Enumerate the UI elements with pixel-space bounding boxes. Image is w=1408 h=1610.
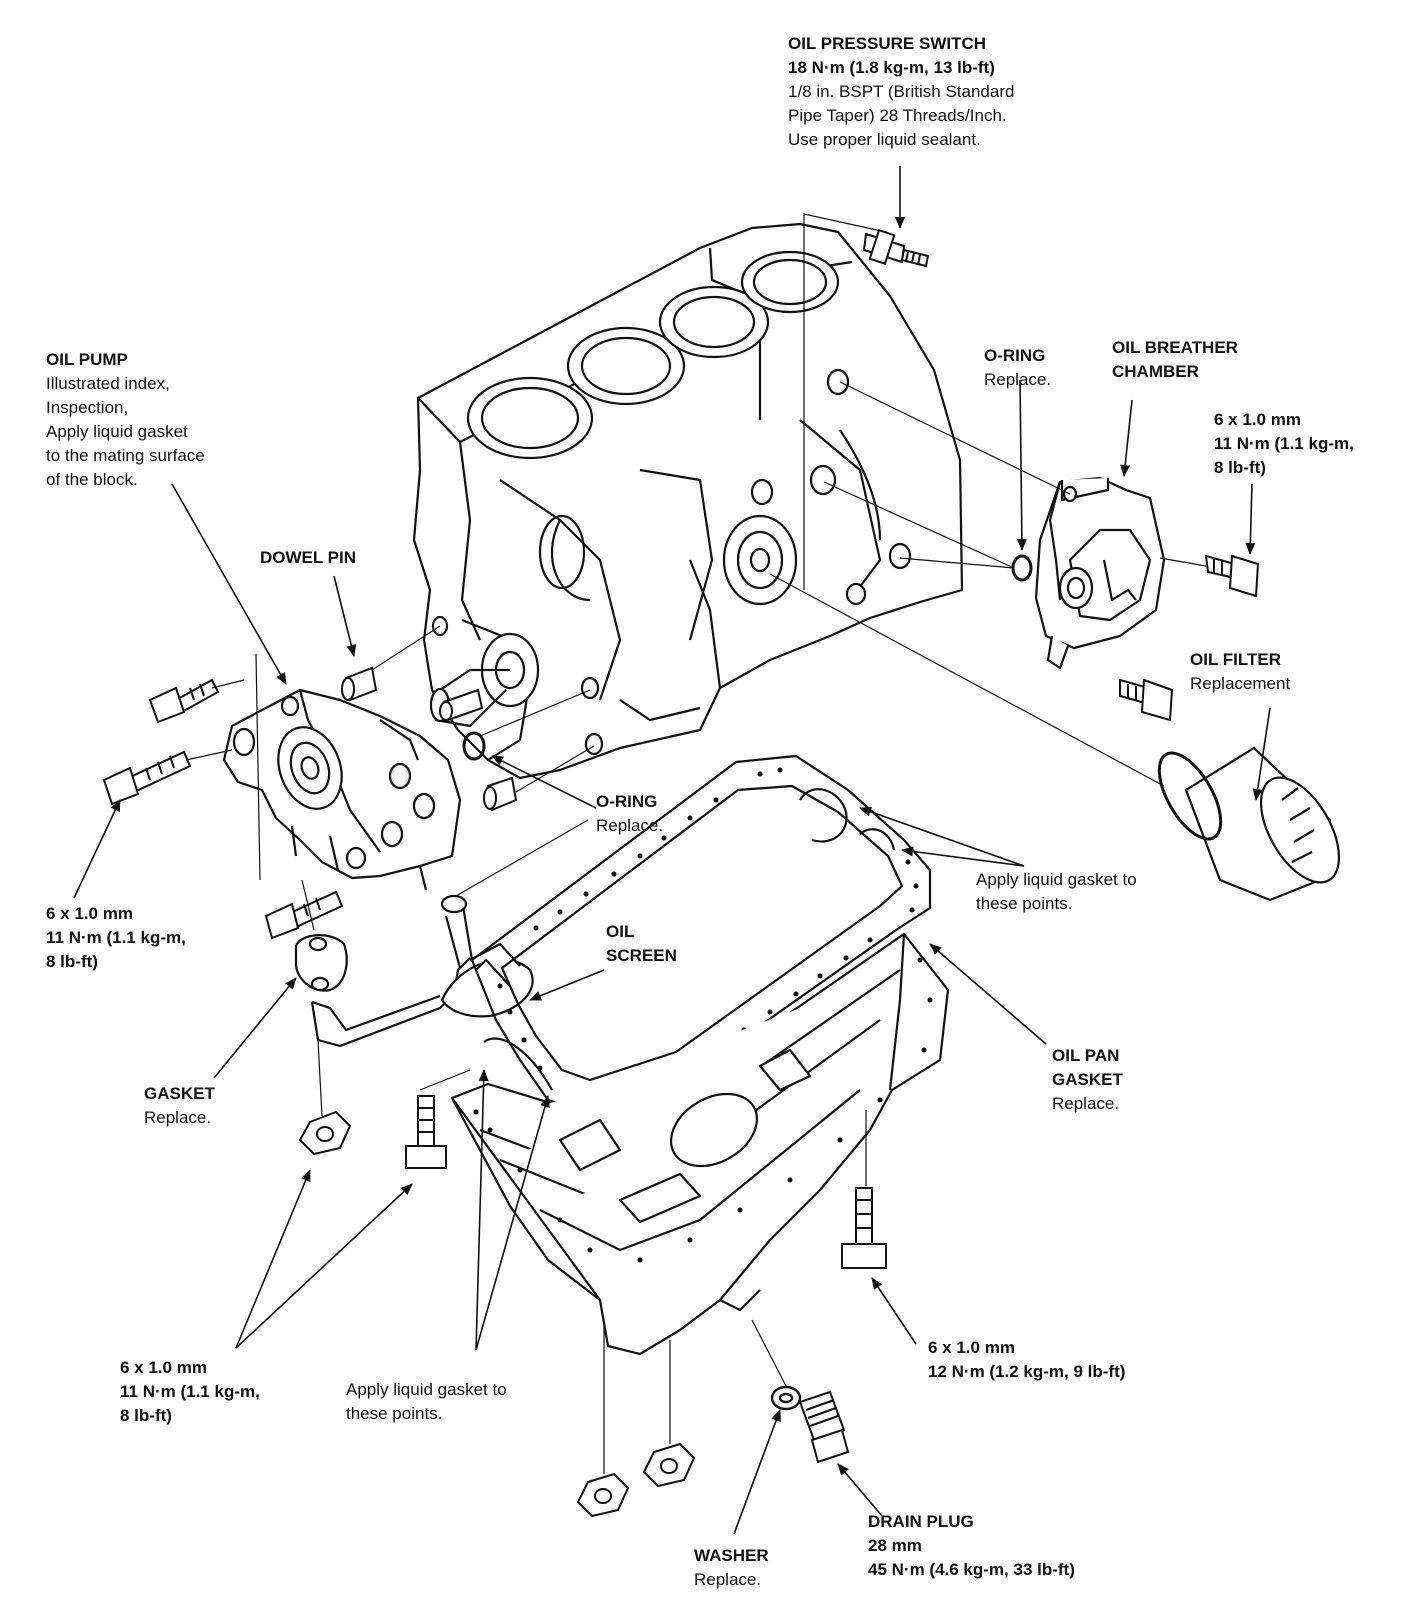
label-line: O-RING	[984, 346, 1046, 365]
label-line: OIL PAN	[1052, 1046, 1120, 1065]
label-line: 6 x 1.0 mm	[1214, 410, 1301, 429]
label-line: Use proper liquid sealant.	[788, 130, 981, 149]
label-line: Apply liquid gasket to	[346, 1380, 507, 1399]
o-ring-breather	[1011, 554, 1033, 582]
label-line: Replace.	[144, 1108, 212, 1127]
oil-pan	[450, 932, 950, 1356]
bolt-screen	[264, 890, 344, 940]
label-dowel-pin: DOWEL PIN	[260, 546, 356, 570]
leader-lines	[73, 166, 1271, 1535]
engine-block	[412, 222, 964, 780]
label-line: to the mating surface	[46, 446, 205, 465]
label-line: DRAIN PLUG	[868, 1512, 974, 1531]
label-gasket-points-bottom: Apply liquid gasket to these points.	[346, 1378, 507, 1426]
label-bolt-breather: 6 x 1.0 mm 11 N·m (1.1 kg-m, 8 lb-ft)	[1214, 408, 1354, 480]
dowel-pins	[341, 666, 518, 812]
pan-fasteners	[298, 1095, 887, 1518]
label-line: OIL PUMP	[46, 350, 128, 369]
label-oil-breather-chamber: OIL BREATHER CHAMBER	[1112, 336, 1238, 384]
label-line: 28 mm	[868, 1536, 922, 1555]
drain-plug	[798, 1390, 850, 1464]
label-gasket: GASKET Replace.	[144, 1082, 215, 1130]
label-line: Pipe Taper) 28 Threads/Inch.	[788, 106, 1007, 125]
bolt-breather-lower	[1119, 678, 1174, 722]
label-line: Illustrated index,	[46, 374, 170, 393]
label-line: 8 lb-ft)	[120, 1406, 172, 1425]
washer	[770, 1385, 802, 1411]
label-line: 11 N·m (1.1 kg-m,	[120, 1382, 260, 1401]
label-line: WASHER	[694, 1546, 769, 1565]
label-o-ring-pump: O-RING Replace.	[596, 790, 663, 838]
bolt-pump-upper	[148, 678, 220, 724]
label-line: these points.	[346, 1404, 443, 1423]
label-gasket-points-top: Apply liquid gasket to these points.	[976, 868, 1137, 916]
label-line: Replace.	[1052, 1094, 1120, 1113]
label-line: GASKET	[1052, 1070, 1123, 1089]
label-oil-pump: OIL PUMP Illustrated index, Inspection, …	[46, 348, 205, 492]
label-line: CHAMBER	[1112, 362, 1199, 381]
label-line: Replace.	[694, 1570, 762, 1589]
label-bolt-pan-right: 6 x 1.0 mm 12 N·m (1.2 kg-m, 9 lb-ft)	[928, 1336, 1125, 1384]
label-line: 11 N·m (1.1 kg-m,	[1214, 434, 1354, 453]
oil-breather-chamber	[1034, 476, 1166, 670]
label-drain-plug: DRAIN PLUG 28 mm 45 N·m (4.6 kg-m, 33 lb…	[868, 1510, 1075, 1582]
o-ring-pump	[462, 731, 486, 761]
label-line: 12 N·m (1.2 kg-m, 9 lb-ft)	[928, 1362, 1126, 1381]
bolt-pump-lower	[102, 750, 192, 806]
label-line: 6 x 1.0 mm	[928, 1338, 1015, 1357]
oil-pressure-switch	[862, 229, 930, 268]
label-line: OIL PRESSURE SWITCH	[788, 34, 987, 53]
label-line: 6 x 1.0 mm	[120, 1358, 207, 1377]
label-line: of the block.	[46, 470, 138, 489]
label-line: 11 N·m (1.1 kg-m,	[46, 928, 186, 947]
label-line: Replace.	[596, 816, 664, 835]
label-oil-filter: OIL FILTER Replacement	[1190, 648, 1290, 696]
label-line: OIL FILTER	[1190, 650, 1281, 669]
label-bolt-pump: 6 x 1.0 mm 11 N·m (1.1 kg-m, 8 lb-ft)	[46, 902, 186, 974]
label-line: Apply liquid gasket to	[976, 870, 1137, 889]
label-oil-pan-gasket: OIL PAN GASKET Replace.	[1052, 1044, 1123, 1116]
oil-pump	[222, 688, 462, 891]
label-line: 6 x 1.0 mm	[46, 904, 133, 923]
label-line: Replacement	[1190, 674, 1291, 693]
label-line: OIL	[606, 922, 635, 941]
label-oil-screen: OIL SCREEN	[606, 920, 677, 968]
label-line: 18 N·m (1.8 kg-m, 13 lb-ft)	[788, 58, 995, 77]
label-line: 8 lb-ft)	[46, 952, 98, 971]
label-line: Inspection,	[46, 398, 129, 417]
oil-pan-gasket	[470, 754, 932, 1112]
label-line: these points.	[976, 894, 1073, 913]
label-oil-pressure-switch: OIL PRESSURE SWITCH 18 N·m (1.8 kg-m, 13…	[788, 32, 1014, 152]
oil-screen	[294, 894, 534, 1048]
label-line: OIL BREATHER	[1112, 338, 1238, 357]
label-line: 45 N·m (4.6 kg-m, 33 lb-ft)	[868, 1560, 1075, 1579]
label-line: SCREEN	[606, 946, 677, 965]
label-washer: WASHER Replace.	[694, 1544, 769, 1592]
label-line: Replace.	[984, 370, 1052, 389]
oil-filter	[1157, 746, 1341, 902]
label-line: 1/8 in. BSPT (British Standard	[788, 82, 1015, 101]
label-o-ring-top: O-RING Replace.	[984, 344, 1051, 392]
label-line: GASKET	[144, 1084, 215, 1103]
label-line: 8 lb-ft)	[1214, 458, 1266, 477]
label-line: Apply liquid gasket	[46, 422, 188, 441]
label-bolt-pan-left: 6 x 1.0 mm 11 N·m (1.1 kg-m, 8 lb-ft)	[120, 1356, 260, 1428]
bolt-breather	[1204, 554, 1260, 598]
label-line: DOWEL PIN	[260, 548, 357, 567]
label-line: O-RING	[596, 792, 658, 811]
